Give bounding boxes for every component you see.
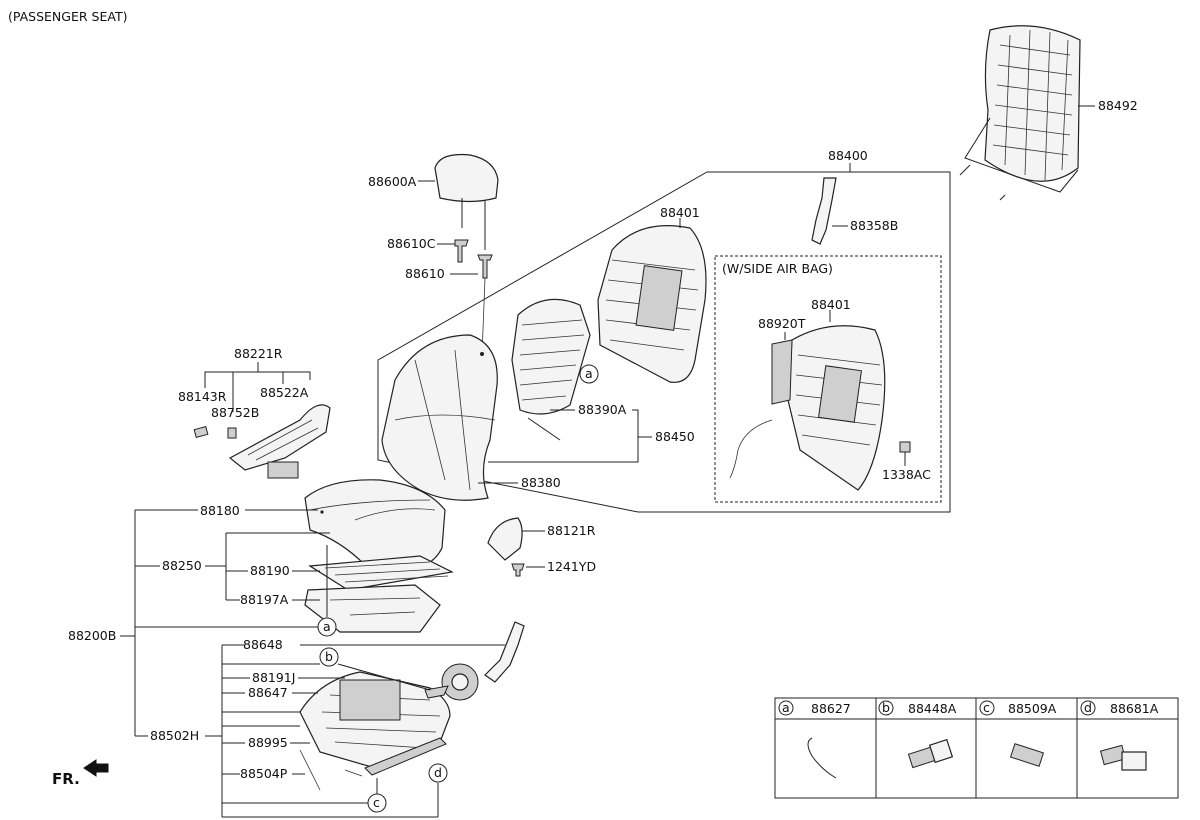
label-88610C: 88610C: [387, 236, 436, 251]
svg-text:d: d: [1084, 700, 1092, 715]
label-88995: 88995: [248, 735, 288, 750]
seat-track-88502H: [299, 621, 525, 791]
svg-text:c: c: [983, 700, 990, 715]
legend-cell-b: b 88448A: [878, 700, 957, 769]
legend-part-88509A: 88509A: [1008, 701, 1057, 716]
callout-a-lower: a: [317, 617, 337, 637]
legend-part-88448A: 88448A: [908, 701, 957, 716]
label-88180: 88180: [200, 503, 240, 518]
label-88380: 88380: [521, 475, 561, 490]
label-88200B: 88200B: [68, 628, 116, 643]
svg-text:a: a: [585, 366, 593, 381]
front-direction-indicator: FR.: [52, 759, 109, 788]
label-88492: 88492: [1098, 98, 1138, 113]
side-shield-88221R: 88221R 88143R 88522A 88752B: [178, 346, 331, 479]
side-air-bag-box: (W/SIDE AIR BAG) 88401 88920T 1338AC: [714, 255, 942, 503]
screw-1241YD: 1241YD: [511, 559, 596, 577]
seat-back-panel-88492: 88492: [959, 25, 1138, 201]
svg-text:b: b: [882, 700, 890, 715]
svg-text:b: b: [325, 649, 333, 664]
bracket-88502H: 88648 88191J 88647 88502H 88995 88504P: [135, 637, 505, 818]
actuator-icon: [1099, 744, 1147, 771]
headrest-88600A: 88600A: [368, 153, 499, 250]
label-88648: 88648: [243, 637, 283, 652]
seat-back-frame-88401: 88401: [597, 205, 707, 383]
legend-cell-c: c 88509A: [979, 700, 1057, 767]
legend-cell-a: a 88627: [778, 700, 851, 779]
page-title: (PASSENGER SEAT): [8, 9, 127, 24]
label-1338AC: 1338AC: [882, 467, 931, 482]
seat-back-support-88390A: 88390A: [511, 298, 627, 441]
legend-part-88627: 88627: [811, 701, 851, 716]
label-88504P: 88504P: [240, 766, 288, 781]
label-side-air-bag: (W/SIDE AIR BAG): [722, 261, 833, 276]
bracket-88450: 88450: [488, 409, 695, 463]
legend-cell-d: d 88681A: [1080, 700, 1159, 771]
seat-cushion-88180: [304, 479, 446, 571]
label-88522A: 88522A: [260, 385, 309, 400]
motor-icon: [907, 738, 954, 769]
label-88752B: 88752B: [211, 405, 259, 420]
headrest-guide-88610C: 88610C: [387, 236, 469, 263]
label-88250: 88250: [162, 558, 202, 573]
legend-table: a 88627 b 88448A c 88509A d 88681A: [774, 697, 1179, 799]
svg-text:d: d: [434, 765, 442, 780]
label-88358B: 88358B: [850, 218, 898, 233]
label-88920T: 88920T: [758, 316, 806, 331]
label-88121R: 88121R: [547, 523, 596, 538]
label-88502H: 88502H: [150, 728, 199, 743]
cover-88121R: 88121R: [487, 517, 596, 561]
front-arrow-icon: [83, 759, 109, 777]
callout-d: d: [428, 763, 448, 783]
label-88647: 88647: [248, 685, 288, 700]
svg-text:a: a: [323, 619, 331, 634]
callout-b: b: [319, 647, 339, 667]
label-fr: FR.: [52, 770, 80, 788]
label-88191J: 88191J: [252, 670, 295, 685]
bracket-88200B: 88180 88250 88190 88197A 88200B: [68, 503, 330, 736]
seat-back-cover-88380: 88380: [381, 334, 561, 501]
cushion-pad-88190: [308, 555, 454, 591]
label-88221R: 88221R: [234, 346, 283, 361]
label-1241YD: 1241YD: [547, 559, 596, 574]
callout-c: c: [367, 793, 387, 813]
label-88610: 88610: [405, 266, 445, 281]
label-88197A: 88197A: [240, 592, 289, 607]
label-88401-airbag: 88401: [811, 297, 851, 312]
label-88400: 88400: [828, 148, 868, 163]
callout-a-upper: a: [579, 364, 599, 384]
cushion-pan-88197A: [304, 584, 441, 633]
label-88390A: 88390A: [578, 402, 627, 417]
belt-guide-88358B: 88358B: [811, 177, 898, 245]
label-88450: 88450: [655, 429, 695, 444]
legend-part-88681A: 88681A: [1110, 701, 1159, 716]
label-88143R: 88143R: [178, 389, 227, 404]
svg-text:a: a: [782, 700, 790, 715]
label-88190: 88190: [250, 563, 290, 578]
connector-icon: [1009, 743, 1045, 767]
svg-text:c: c: [373, 795, 380, 810]
clip-icon: [807, 737, 837, 779]
assembly-outline-88400: 88400: [377, 148, 951, 513]
label-88401-upper: 88401: [660, 205, 700, 220]
label-88600A: 88600A: [368, 174, 417, 189]
